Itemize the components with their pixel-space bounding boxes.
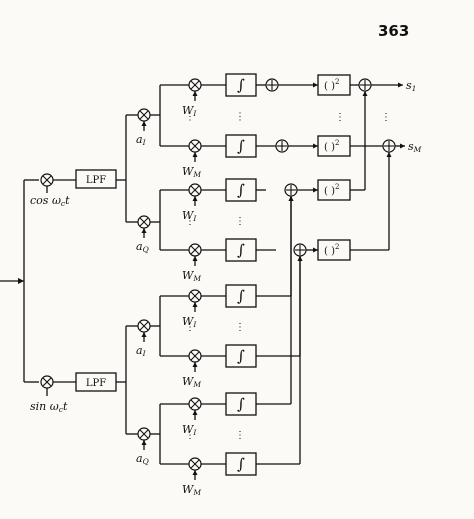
squarer-label: ( )2: [324, 78, 339, 92]
continuation-dots: ⋮: [185, 112, 195, 123]
integrator-symbol: ∫: [237, 347, 245, 365]
output-section: ( )2 ( )2 ( )2 ( )2 s1 sM ⋮ ⋮: [265, 74, 422, 261]
output-label-s1: s1: [406, 79, 416, 93]
weight-label-sin-q-first: WI: [182, 423, 197, 437]
branch-label-cos-q: aQ: [136, 240, 149, 254]
weight-label-sin-q-last: WM: [182, 483, 201, 497]
integrator-symbol: ∫: [237, 287, 245, 305]
weight-label-cos-q-first: WI: [182, 209, 197, 223]
group-cos-i: aI WI ∫ WM ∫ ⋮ ⋮: [136, 73, 276, 179]
weight-label-sin-i-first: WI: [182, 315, 197, 329]
integrator-symbol: ∫: [237, 76, 245, 94]
group-sin-i: aI WI ∫ WM ∫ ⋮ ⋮: [136, 196, 303, 389]
integrator-symbol: ∫: [237, 455, 245, 473]
integrator-symbol: ∫: [237, 241, 245, 259]
squarer-label: ( )2: [324, 243, 339, 257]
cosine-carrier-label: cos ωct: [30, 194, 70, 208]
integrator-symbol: ∫: [237, 395, 245, 413]
correlator-bank: aI WI ∫ WM ∫ ⋮ ⋮ aQ WI ∫ WM ∫ ⋮ ⋮ aI WI ∫ WM ∫ ⋮ ⋮ aQ WI ∫ WM ∫ ⋮ ⋮: [136, 73, 303, 497]
weight-label-cos-i-first: WI: [182, 104, 197, 118]
continuation-dots: ⋮: [381, 112, 391, 123]
group-cos-q: aQ WI ∫ WM ∫ ⋮ ⋮: [136, 178, 276, 283]
squarer-label: ( )2: [324, 139, 339, 153]
continuation-dots: ⋮: [235, 430, 245, 441]
weight-label-cos-i-last: WM: [182, 165, 201, 179]
cosine-lpf-label: LPF: [86, 175, 106, 186]
branch-label-sin-q: aQ: [136, 452, 149, 466]
cosine-lpf-box: [75, 169, 117, 189]
sine-demodulator-branch: sin ωct LPF: [30, 325, 138, 435]
group-sin-q: aQ WI ∫ WM ∫ ⋮ ⋮: [136, 196, 303, 497]
continuation-dots: ⋮: [185, 430, 195, 441]
sine-carrier-label: sin ωct: [30, 400, 68, 414]
weight-label-cos-q-last: WM: [182, 269, 201, 283]
continuation-dots: ⋮: [335, 112, 345, 123]
sine-lpf-label: LPF: [86, 378, 106, 389]
branch-label-sin-i: aI: [136, 344, 147, 358]
cosine-demodulator-branch: cos ωct LPF: [30, 114, 138, 223]
output-label-sM: sM: [408, 140, 422, 154]
continuation-dots: ⋮: [235, 322, 245, 333]
integrator-symbol: ∫: [237, 181, 245, 199]
squarer-label: ( )2: [324, 183, 339, 197]
continuation-dots: ⋮: [235, 112, 245, 123]
continuation-dots: ⋮: [185, 322, 195, 333]
branch-label-cos-i: aI: [136, 133, 147, 147]
continuation-dots: ⋮: [185, 216, 195, 227]
page-number: 363: [378, 22, 409, 40]
continuation-dots: ⋮: [235, 216, 245, 227]
input-signal-line: [0, 179, 39, 383]
integrator-symbol: ∫: [237, 137, 245, 155]
weight-label-sin-i-last: WM: [182, 375, 201, 389]
